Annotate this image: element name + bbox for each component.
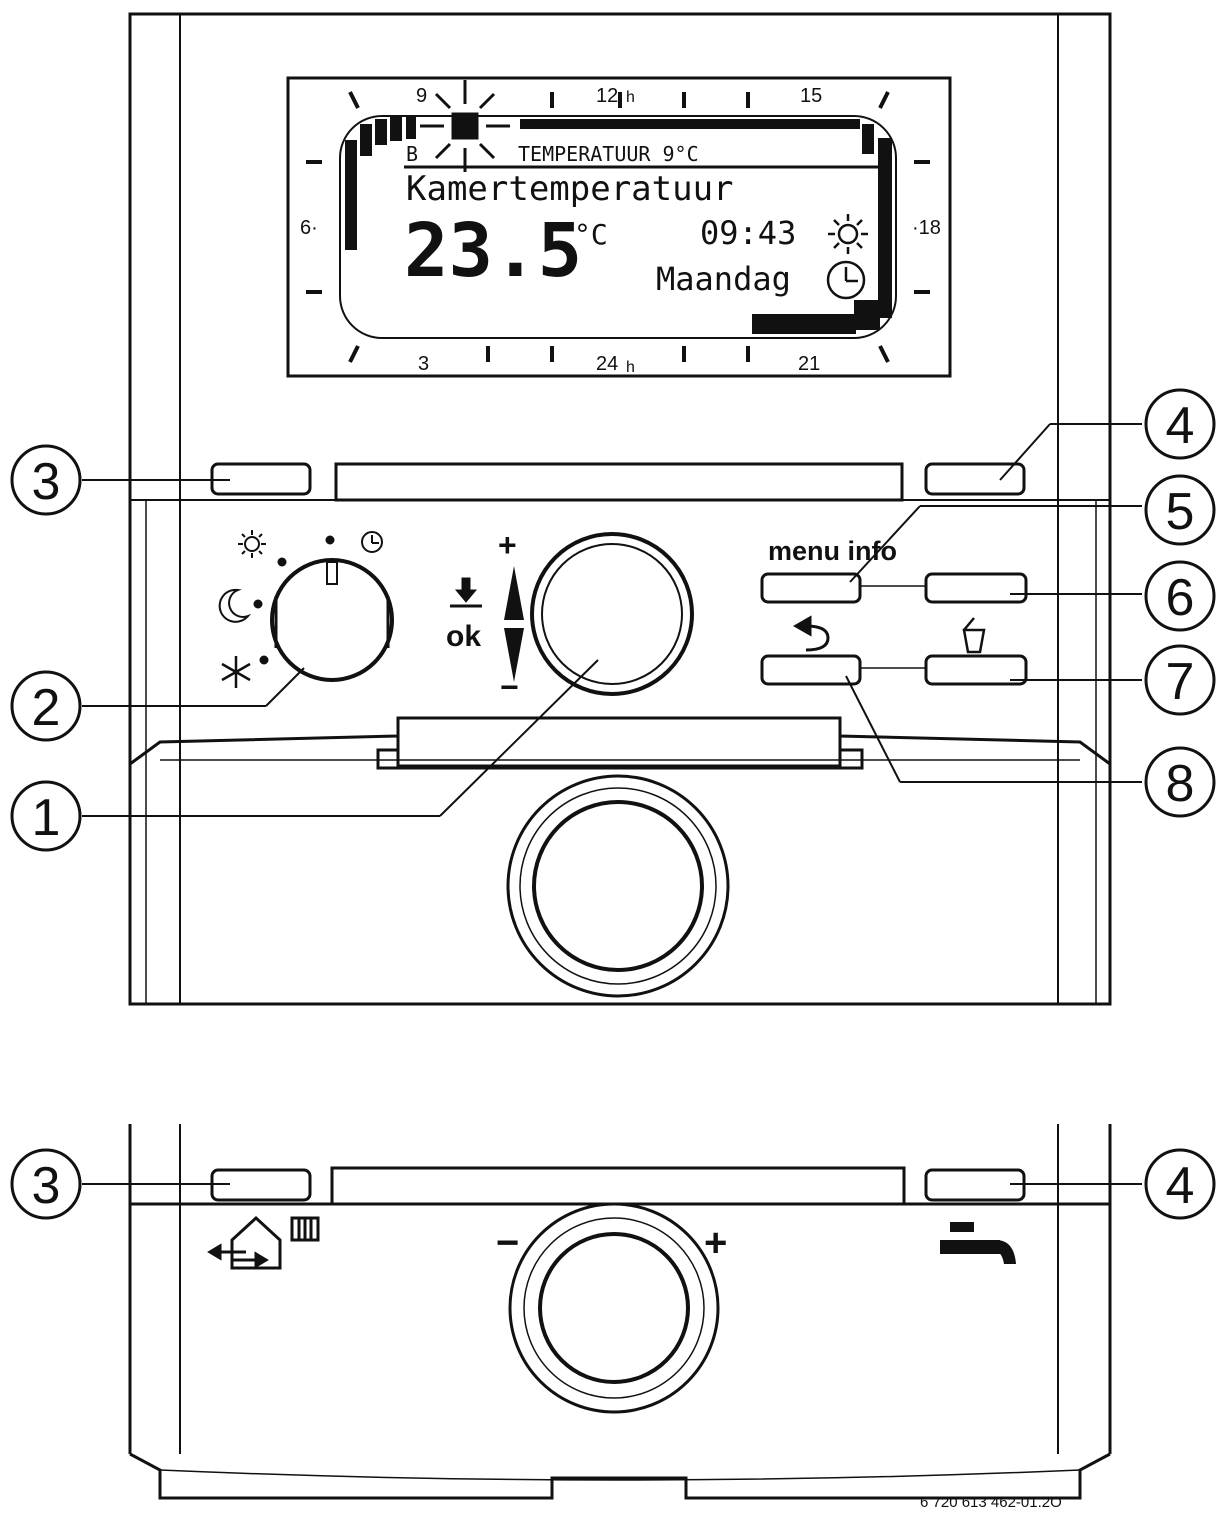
- dial-label-3: 3: [418, 353, 429, 375]
- callout-3-upper: 3: [10, 444, 82, 516]
- knob-plus-label: +: [498, 527, 517, 563]
- lower-knob-upper[interactable]: [506, 774, 730, 998]
- mode-icons: [218, 530, 383, 688]
- lcd-time: 09:43: [700, 214, 796, 252]
- callout-5: 5: [1144, 474, 1216, 546]
- lower-hot-water-flap-button[interactable]: [924, 1168, 1026, 1202]
- bin-icon: [962, 617, 986, 654]
- info-button[interactable]: [924, 572, 1028, 604]
- ok-label: ok: [446, 620, 481, 653]
- up-arrow-icon: [504, 566, 524, 620]
- house-heating-icon: [207, 1215, 320, 1270]
- svg-text:3: 3: [32, 453, 61, 511]
- lower-temperature-knob[interactable]: [508, 1202, 720, 1414]
- lower-plus-label: +: [704, 1221, 727, 1265]
- dial-label-21: 21: [798, 353, 820, 375]
- lcd-segment-ring: [345, 117, 892, 334]
- back-button[interactable]: [760, 654, 862, 686]
- lcd-display: B TEMPERATUUR 9°C Kamertemperatuur 23.5 …: [286, 76, 952, 378]
- svg-text:1: 1: [32, 789, 61, 847]
- lcd-title: Kamertemperatuur: [406, 169, 734, 209]
- dial-label-24: 24: [596, 353, 618, 375]
- callout-7: 7: [1144, 644, 1216, 716]
- callout-4-upper: 4: [1144, 388, 1216, 460]
- fav-button[interactable]: [924, 654, 1028, 686]
- callout-6: 6: [1144, 560, 1216, 632]
- dial-label-9: 9: [416, 85, 427, 107]
- callout-1: 1: [10, 780, 82, 852]
- lcd-sun-blink-icon: [420, 80, 510, 172]
- lcd-dial-ticks: [306, 91, 930, 363]
- down-arrow-icon: [504, 628, 524, 682]
- ok-push-icon: [450, 577, 482, 608]
- mode-clock-icon: [361, 531, 383, 553]
- lcd-inner-frame: [339, 115, 897, 339]
- knob-minus-label: −: [500, 669, 519, 705]
- tap-icon: [940, 1222, 1016, 1264]
- selection-knob[interactable]: [530, 532, 694, 696]
- lcd-banner: TEMPERATUUR 9°C: [518, 142, 699, 166]
- lower-minus-label: −: [496, 1221, 519, 1265]
- svg-text:3: 3: [32, 1157, 61, 1215]
- svg-text:7: 7: [1166, 653, 1195, 711]
- menu-button[interactable]: [760, 572, 862, 604]
- svg-text:5: 5: [1166, 483, 1195, 541]
- mode-sun-icon: [238, 530, 266, 558]
- display-slot: [334, 462, 904, 502]
- mode-selector-knob[interactable]: [270, 558, 394, 682]
- svg-text:4: 4: [1166, 397, 1195, 455]
- hot-water-flap-button[interactable]: [924, 462, 1026, 496]
- dial-label-12-unit: h: [626, 89, 635, 106]
- lcd-day: Maandag: [656, 260, 791, 298]
- svg-text:8: 8: [1166, 755, 1195, 813]
- svg-text:6: 6: [1166, 569, 1195, 627]
- mode-moon-icon: [218, 588, 252, 623]
- callout-3-lower: 3: [10, 1148, 82, 1220]
- dial-label-18: ·18: [912, 217, 941, 239]
- figure-code: 6 720 613 462-01.2O: [920, 1494, 1062, 1511]
- callout-8: 8: [1144, 746, 1216, 818]
- dial-label-12: 12: [596, 85, 618, 107]
- lcd-banner-prefix: B: [406, 142, 418, 166]
- mode-snowflake-icon: [221, 656, 251, 688]
- callout-4-lower: 4: [1144, 1148, 1216, 1220]
- lcd-sun-icon: [828, 214, 868, 254]
- dial-label-15: 15: [800, 85, 822, 107]
- callout-lines: [82, 423, 1142, 817]
- svg-text:2: 2: [32, 679, 61, 737]
- callout-2: 2: [10, 670, 82, 742]
- menu-info-label: menu info: [768, 536, 897, 566]
- back-arrow-icon: [792, 615, 830, 652]
- lcd-clock-icon: [826, 260, 866, 300]
- dial-label-24-unit: h: [626, 359, 635, 376]
- lower-slot: [330, 1166, 906, 1206]
- lcd-temperature: 23.5: [404, 208, 582, 294]
- dial-label-6: 6·: [300, 217, 318, 239]
- svg-text:4: 4: [1166, 1157, 1195, 1215]
- lcd-temp-unit: °C: [574, 218, 608, 251]
